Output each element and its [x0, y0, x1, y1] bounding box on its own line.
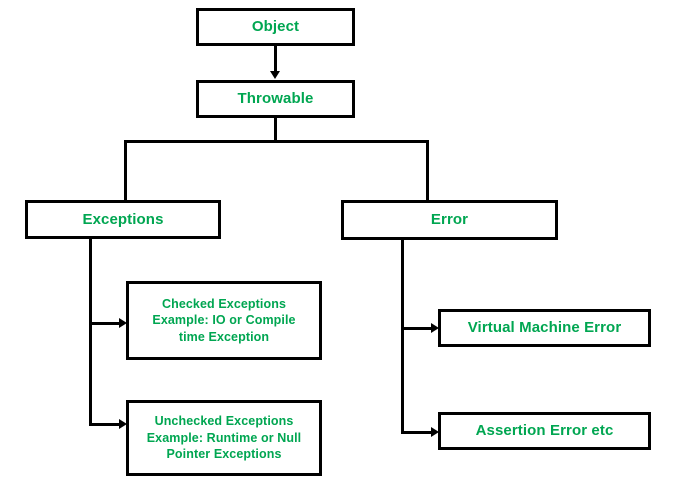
node-checked-exceptions-line-1: Checked Exceptions — [161, 296, 287, 311]
node-assertion-error[interactable]: Assertion Error etc — [438, 412, 651, 450]
node-virtual-machine-error-label: Virtual Machine Error — [467, 319, 622, 337]
arrowhead-error-to-vm-error — [431, 323, 439, 333]
node-error[interactable]: Error — [341, 200, 558, 240]
connector-bus-to-exceptions — [124, 140, 127, 201]
node-checked-exceptions-line-2: Example: IO or Compile — [152, 313, 296, 328]
connector-object-to-throwable — [274, 45, 277, 72]
connector-exceptions-to-unchecked — [89, 423, 122, 426]
arrowhead-exceptions-to-unchecked — [119, 419, 127, 429]
node-unchecked-exceptions-line-2: Example: Runtime or Null — [146, 430, 302, 445]
node-unchecked-exceptions-line-3: Pointer Exceptions — [166, 447, 282, 462]
node-assertion-error-label: Assertion Error etc — [475, 422, 614, 440]
connector-throwable-stem — [274, 117, 277, 141]
connector-exceptions-stem — [89, 238, 92, 426]
node-unchecked-exceptions-line-1: Unchecked Exceptions — [154, 414, 294, 429]
node-exceptions[interactable]: Exceptions — [25, 200, 221, 239]
node-throwable-label: Throwable — [237, 90, 314, 108]
node-throwable[interactable]: Throwable — [196, 80, 355, 118]
node-error-label: Error — [430, 211, 469, 229]
node-object-label: Object — [251, 18, 300, 36]
arrowhead-error-to-assertion-error — [431, 427, 439, 437]
connector-error-to-vm-error — [401, 327, 434, 330]
node-checked-exceptions[interactable]: Checked Exceptions Example: IO or Compil… — [126, 281, 322, 360]
node-unchecked-exceptions[interactable]: Unchecked Exceptions Example: Runtime or… — [126, 400, 322, 476]
node-virtual-machine-error[interactable]: Virtual Machine Error — [438, 309, 651, 347]
node-object[interactable]: Object — [196, 8, 355, 46]
connector-bus-to-error — [426, 140, 429, 201]
arrowhead-object-to-throwable — [270, 71, 280, 79]
connector-error-stem — [401, 239, 404, 434]
connector-throwable-bus — [124, 140, 429, 143]
arrowhead-exceptions-to-checked — [119, 318, 127, 328]
connector-exceptions-to-checked — [89, 322, 122, 325]
node-checked-exceptions-line-3: time Exception — [178, 329, 270, 344]
node-exceptions-label: Exceptions — [82, 210, 164, 228]
connector-error-to-assertion-error — [401, 431, 434, 434]
